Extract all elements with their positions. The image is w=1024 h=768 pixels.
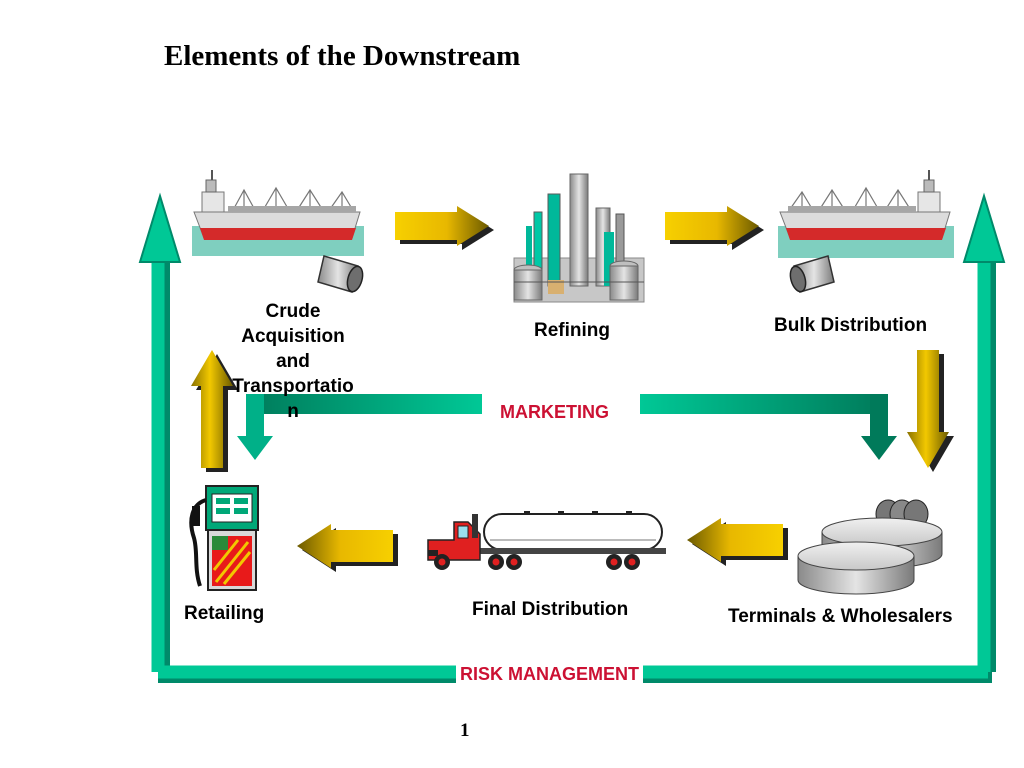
label-crude-line-5: n [287,401,299,422]
marketing-loop [237,394,897,460]
flow-arrow-refining-to-bulk [665,206,764,250]
label-marketing: MARKETING [496,402,613,423]
storage-tank-icon [797,499,943,595]
tanker-truck-icon [427,511,666,570]
flow-arrow-crude-to-refining [395,206,494,250]
page-number: 1 [460,720,470,741]
flow-arrow-retailing-to-crude [191,350,238,472]
slide-title: Elements of the Downstream [164,40,521,72]
label-risk-management: RISK MANAGEMENT [456,664,643,685]
ship-icon [778,170,954,258]
pipe-icon [317,255,364,293]
label-refining: Refining [534,320,610,341]
label-final-distribution: Final Distribution [472,599,629,620]
label-terminals-wholesalers: Terminals & Wholesalers [728,606,953,627]
label-crude-line-4: Transportatio [232,376,354,397]
fuel-pump-icon [189,485,259,591]
label-crude-line-1: Crude [265,301,321,322]
marketing-arrow-left [237,436,273,460]
label-crude-line-3: and [276,351,310,372]
label-bulk-distribution: Bulk Distribution [774,315,928,336]
label-crude-acquisition: Crude Acquisition and Transportatio n [218,299,368,424]
marketing-arrow-right [861,436,897,460]
ship-icon [192,170,364,256]
refinery-icon [513,173,645,303]
label-retailing: Retailing [184,603,265,624]
risk-arrow-up-left [138,192,182,263]
pipe-icon [789,255,835,293]
flow-arrow-terminals-to-final [687,518,788,566]
flow-arrow-bulk-to-terminals [907,350,954,472]
flow-arrow-final-to-retailing [297,524,398,572]
label-crude-line-2: Acquisition [241,326,345,347]
risk-arrow-up-right [962,192,1006,263]
